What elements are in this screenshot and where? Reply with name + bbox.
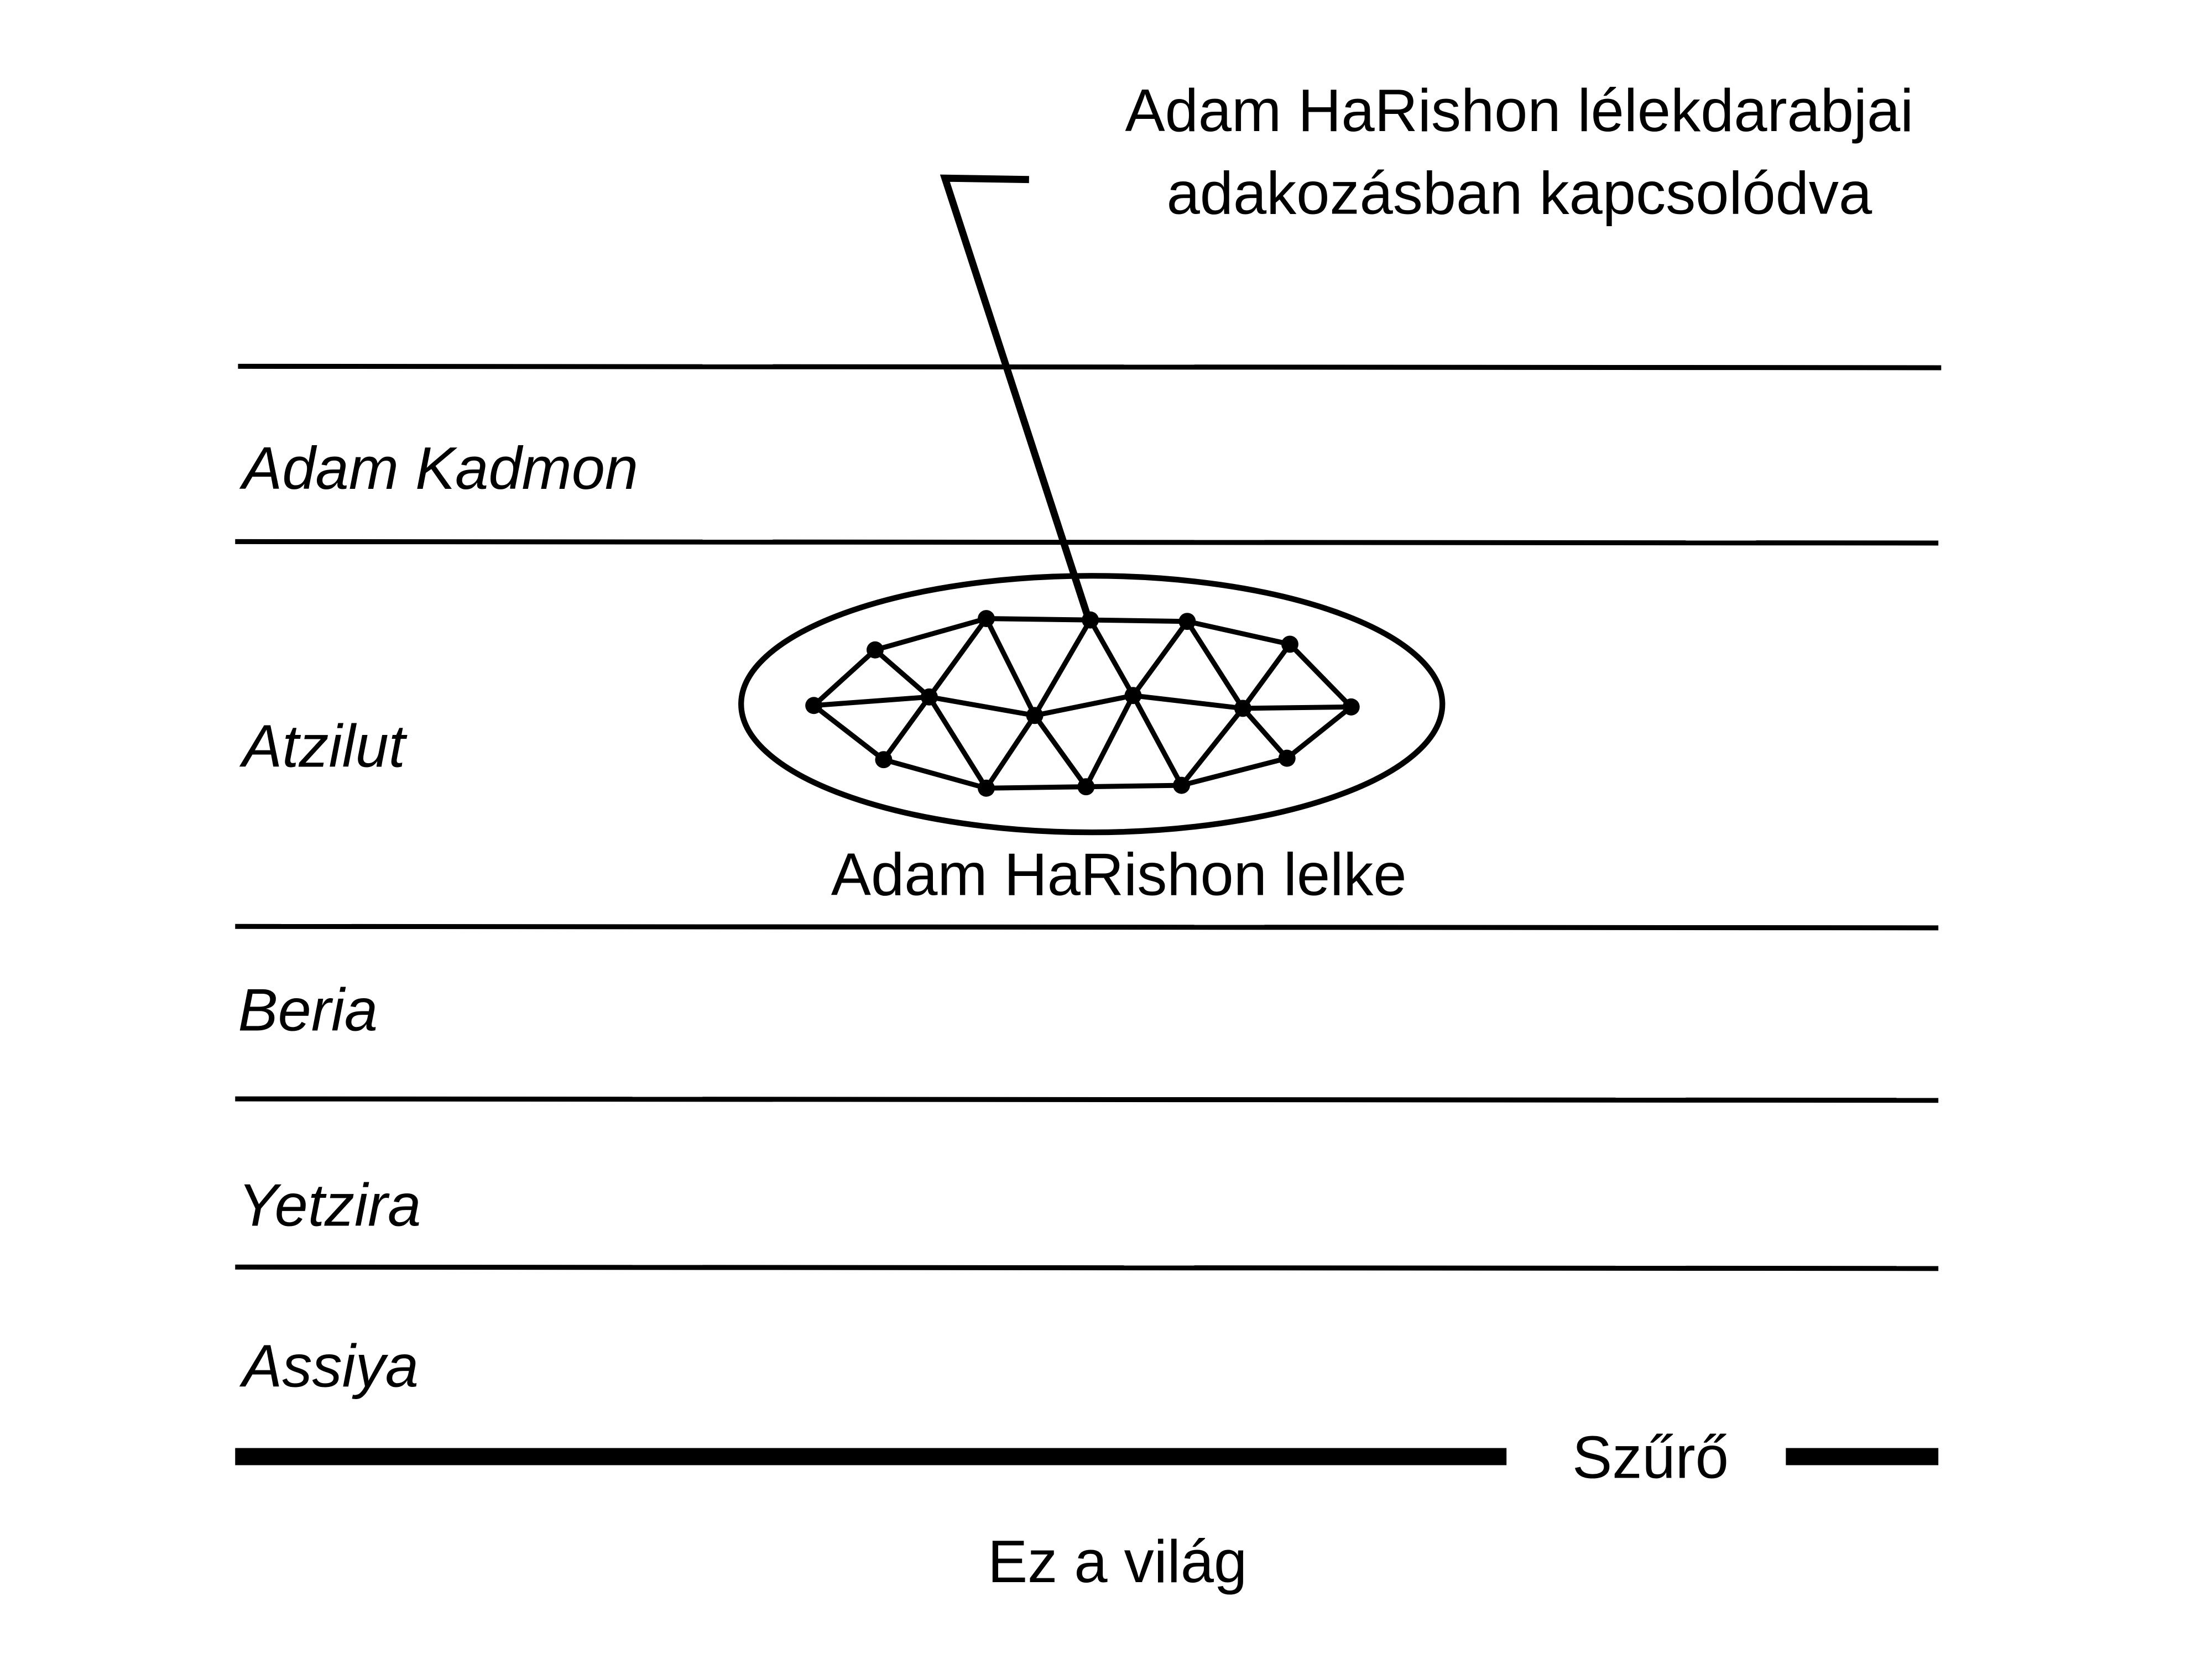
network-edge	[1180, 707, 1245, 787]
soul-label: Adam HaRishon lelke	[831, 841, 1407, 908]
filter-label: Szűrő	[1572, 1424, 1729, 1491]
network-edge	[1240, 643, 1292, 710]
this-world-label: Ez a világ	[988, 1528, 1247, 1595]
network-edge	[1083, 694, 1135, 788]
world-label-atzilut: Atzilut	[239, 713, 408, 780]
callout-pointer-line	[940, 174, 1091, 617]
network-edge	[881, 695, 932, 761]
network-edge	[1186, 619, 1291, 647]
network-edge	[1288, 642, 1353, 709]
world-label-assiya: Assiya	[239, 1333, 419, 1400]
network-edge	[1032, 618, 1093, 717]
network-edge	[1285, 705, 1353, 760]
network-edge	[873, 648, 931, 699]
network-node	[1178, 613, 1196, 630]
network-edge	[1034, 693, 1134, 718]
network-edge	[1131, 620, 1190, 697]
network-edge	[874, 616, 987, 653]
network-edge	[984, 617, 1037, 717]
network-edge	[1090, 617, 1187, 624]
network-node	[805, 697, 823, 714]
network-edge	[928, 694, 1035, 718]
network-node	[1077, 778, 1095, 796]
network-node	[978, 779, 995, 797]
network-node	[1124, 687, 1142, 705]
world-label-yetzira: Yetzira	[238, 1171, 421, 1238]
network-edge	[927, 617, 989, 698]
network-edge	[1185, 620, 1245, 710]
network-node	[1173, 776, 1191, 794]
network-edge	[813, 694, 930, 708]
network-edge	[1133, 693, 1243, 711]
network-edge	[883, 757, 987, 791]
network-node	[1281, 635, 1298, 653]
network-edge	[1181, 755, 1288, 788]
network-node	[867, 641, 884, 659]
network-node	[1082, 611, 1099, 629]
network-node	[1278, 749, 1296, 767]
network-edge	[812, 648, 877, 708]
network-node	[1026, 707, 1044, 724]
network-node	[920, 688, 938, 706]
network-node	[1234, 700, 1251, 717]
network-edge	[1032, 714, 1088, 789]
separator-line	[235, 924, 1939, 931]
network-edge	[984, 714, 1037, 790]
world-label-beria: Beria	[238, 976, 378, 1043]
network-edge	[1088, 618, 1135, 697]
network-node	[978, 610, 995, 628]
network-node	[875, 751, 893, 769]
network-edge	[927, 695, 989, 790]
network-edge	[1241, 706, 1289, 760]
separator-line	[235, 1096, 1939, 1103]
separator-line	[238, 363, 1942, 371]
network-edge	[986, 784, 1086, 791]
network-edge	[1243, 704, 1352, 711]
separator-line	[235, 1264, 1939, 1271]
soul-network	[805, 610, 1360, 797]
network-edge	[1130, 694, 1184, 787]
callout-text-line1: Adam HaRishon lélekdarabjai	[1125, 77, 1913, 144]
world-label-adam-kadmon: Adam Kadmon	[239, 435, 638, 502]
callout-text-line2: adakozásban kapcsolódva	[1167, 160, 1872, 227]
separator-line	[235, 539, 1939, 546]
soul-ellipse	[738, 573, 1446, 836]
network-edge	[986, 616, 1091, 623]
network-edge	[812, 703, 885, 762]
network-node	[1342, 698, 1360, 716]
network-edge	[1086, 782, 1182, 790]
